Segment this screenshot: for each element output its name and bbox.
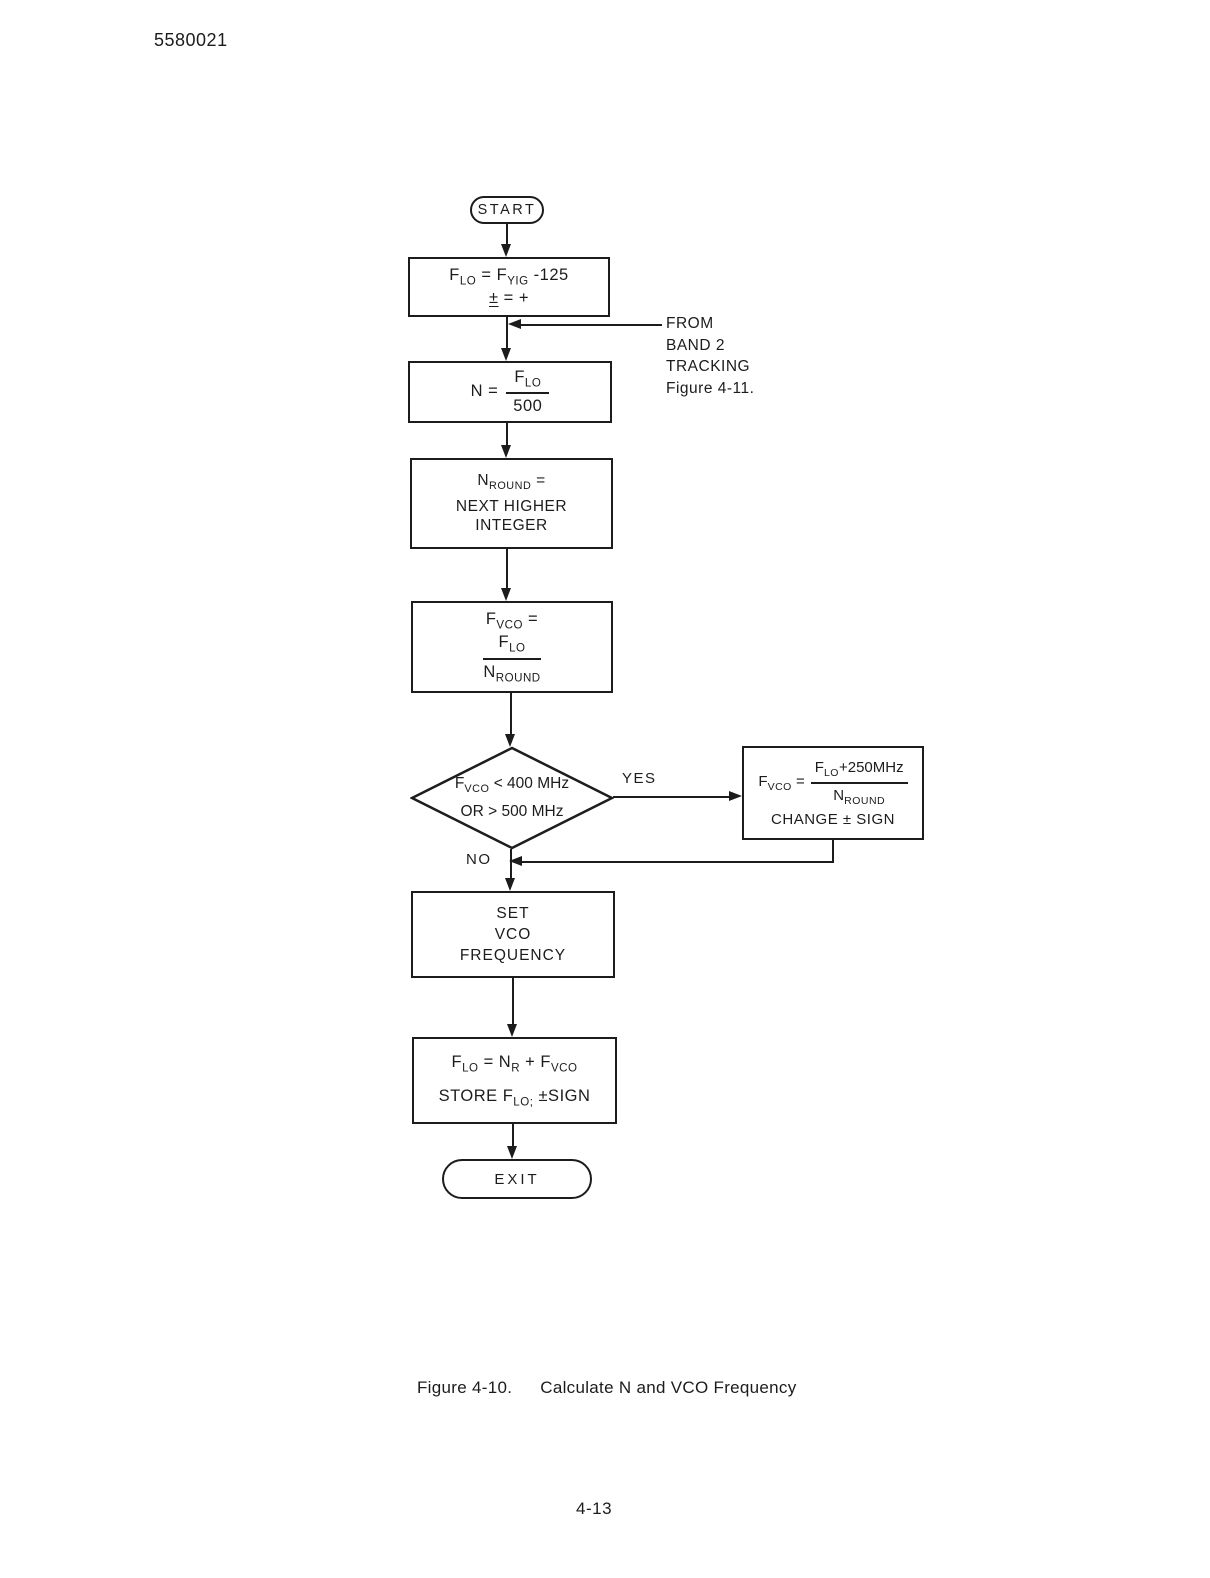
arrowhead-down-icon — [501, 588, 511, 601]
connector-calcn-to-round — [506, 423, 508, 446]
plus-minus-symbol: ± — [488, 289, 499, 308]
arrowhead-left-icon — [509, 856, 522, 866]
connector-store-to-exit — [512, 1124, 514, 1146]
round-n-box: NROUND = NEXT HIGHER INTEGER — [410, 458, 613, 549]
calc-n-lhs: N = — [470, 382, 499, 401]
fraction-denominator: 500 — [513, 397, 543, 416]
no-label: NO — [466, 851, 492, 868]
decision-diamond: FVCO < 400 MHz OR > 500 MHz — [409, 746, 615, 850]
store-flo-box: FLO = NR + FVCO STORE FLO; ±SIGN — [412, 1037, 617, 1124]
fraction-numerator: FLO+250MHz — [810, 759, 908, 784]
fraction-denominator: NROUND — [833, 786, 886, 807]
from-band2-annotation: FROM BAND 2 TRACKING Figure 4-11. — [666, 313, 754, 399]
calc-fvco-box: FVCO = FLO NROUND — [411, 601, 613, 693]
fraction-numerator: FLO — [483, 633, 541, 660]
sign-equals-plus: = + — [503, 289, 529, 308]
start-terminal: START — [470, 196, 544, 224]
adjust-fvco-formula: FVCO = FLO+250MHz NROUND — [758, 759, 908, 807]
annotation-line: FROM — [666, 315, 714, 332]
set-vco-line2: VCO — [494, 926, 532, 943]
adjust-fvco-lhs: FVCO = — [758, 772, 805, 793]
adjust-fvco-fraction: FLO+250MHz NROUND — [810, 759, 908, 807]
connector-set-to-store — [512, 978, 514, 1024]
arrowhead-down-icon — [505, 878, 515, 891]
calc-n-box: N = FLO 500 — [408, 361, 612, 423]
assign-flo-sign-line: ± = + — [489, 289, 529, 308]
connector-yes-branch — [613, 796, 730, 798]
connector-yesbox-return — [522, 861, 834, 863]
adjust-fvco-box: FVCO = FLO+250MHz NROUND CHANGE ± SIGN — [742, 746, 924, 840]
connector-assign-to-calcn — [506, 317, 508, 349]
connector-start-to-assign — [506, 223, 508, 246]
arrowhead-down-icon — [501, 244, 511, 257]
assign-flo-box: FLO = FYIG -125 ± = + — [408, 257, 610, 317]
connector-yesbox-down — [832, 840, 834, 863]
decision-line2: OR > 500 MHz — [460, 802, 564, 820]
annotation-line: TRACKING — [666, 358, 751, 375]
arrowhead-left-icon — [508, 319, 521, 329]
arrowhead-down-icon — [507, 1024, 517, 1037]
exit-label: EXIT — [494, 1170, 540, 1188]
exit-terminal: EXIT — [442, 1159, 592, 1199]
doc-number: 5580021 — [154, 30, 228, 50]
arrowhead-down-icon — [507, 1146, 517, 1159]
connector-from-band2 — [518, 324, 662, 326]
calc-n-formula: N = FLO 500 — [471, 368, 550, 416]
calc-fvco-lhs: FVCO = — [485, 610, 539, 632]
store-flo-line1: FLO = NR + FVCO — [451, 1053, 578, 1075]
set-vco-box: SET VCO FREQUENCY — [411, 891, 615, 978]
connector-fvco-to-decision — [510, 693, 512, 735]
annotation-figure-ref: Figure 4-11. — [666, 379, 755, 397]
calc-fvco-fraction: FLO NROUND — [483, 633, 541, 684]
page-number: 4-13 — [576, 1499, 613, 1518]
connector-round-to-fvco — [506, 549, 508, 589]
arrowhead-down-icon — [505, 734, 515, 747]
diamond-outline — [409, 746, 615, 850]
set-vco-line1: SET — [496, 905, 530, 922]
arrowhead-down-icon — [501, 348, 511, 361]
arrowhead-down-icon — [501, 445, 511, 458]
decision-line1: FVCO < 400 MHz — [454, 775, 570, 796]
round-n-line1: NROUND = — [477, 472, 546, 493]
diamond-shape — [409, 746, 615, 850]
decision-text: FVCO < 400 MHz OR > 500 MHz — [410, 746, 614, 850]
start-label: START — [477, 202, 537, 218]
figure-caption-number: Figure 4-10. — [417, 1378, 513, 1397]
fraction-denominator: NROUND — [483, 662, 541, 684]
annotation-line: BAND 2 — [666, 336, 725, 354]
fraction-numerator: FLO — [506, 368, 550, 395]
yes-label: YES — [622, 770, 657, 787]
figure-caption: Figure 4-10. Calculate N and VCO Frequen… — [417, 1378, 797, 1398]
change-sign-line: CHANGE ± SIGN — [771, 810, 895, 828]
round-n-line3: INTEGER — [475, 517, 548, 535]
round-n-line2: NEXT HIGHER — [455, 497, 568, 515]
assign-flo-formula: FLO = FYIG -125 — [449, 265, 569, 288]
set-vco-line3: FREQUENCY — [459, 947, 567, 964]
connector-no-branch — [510, 849, 512, 880]
store-flo-line2: STORE FLO; ±SIGN — [438, 1086, 591, 1108]
figure-caption-title: Calculate N and VCO Frequency — [540, 1378, 797, 1397]
calc-n-fraction: FLO 500 — [506, 368, 550, 416]
arrowhead-right-icon — [729, 791, 742, 801]
